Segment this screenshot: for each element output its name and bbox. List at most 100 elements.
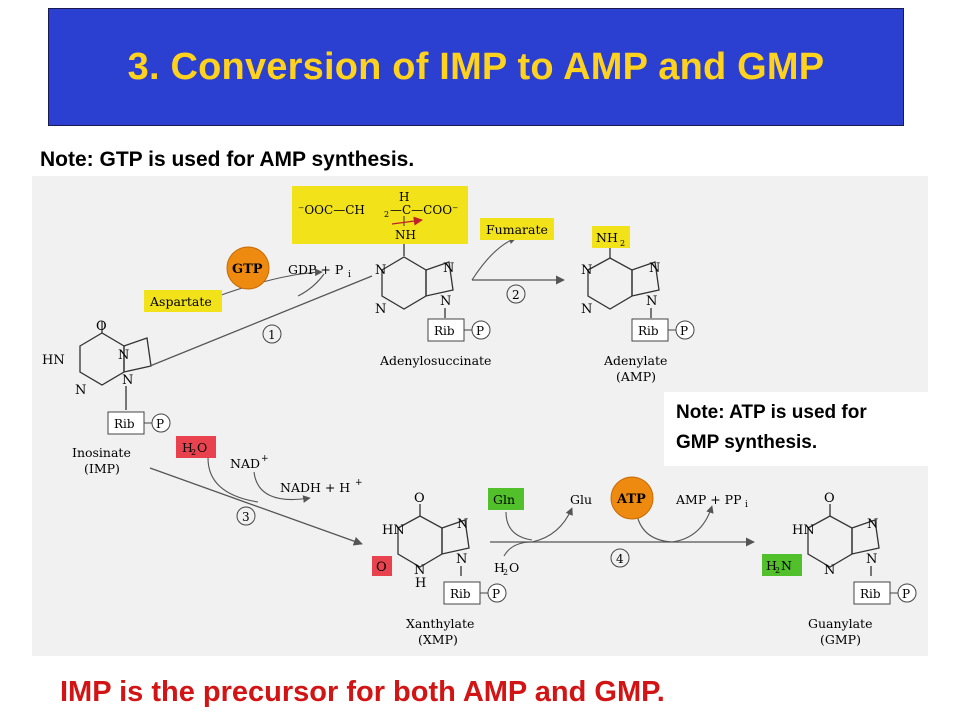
h2o-2-sub: 2 — [503, 568, 508, 577]
adsucc-n7-label: N — [443, 261, 454, 276]
succinyl-box: ⁻OOC—CH 2 —C—COO⁻ H NH — [292, 186, 468, 244]
footer-statement: IMP is the precursor for both AMP and GM… — [60, 676, 665, 708]
step1-number: 1 — [268, 328, 276, 342]
imp-n9-label: N — [122, 373, 133, 388]
nad-sup: + — [261, 454, 269, 464]
nad-label: NAD — [230, 456, 260, 471]
adenylosuccinate-molecule: N N N N Rib P Adenylosuccinate — [375, 244, 491, 368]
amp-abbr: (AMP) — [616, 369, 656, 384]
step3-h2o-curve — [207, 457, 259, 503]
step4-number: 4 — [616, 552, 624, 566]
nadh-sup: + — [355, 478, 363, 488]
aspartate-box: Aspartate — [144, 290, 222, 312]
gmp-molecule: O HN N N N H 2 N Rib P Guanylate (GMP) — [762, 491, 917, 647]
step3-arrow — [149, 467, 363, 546]
succinyl-nh: NH — [395, 228, 416, 242]
amp-nh2-sub: 2 — [620, 239, 625, 248]
gmp-abbr: (GMP) — [820, 632, 861, 647]
step4-h2o-curve — [503, 541, 533, 557]
amp-ppi-label: AMP + PP — [675, 492, 741, 507]
glu-label: Glu — [570, 492, 592, 507]
imp-n7-label: N — [118, 348, 129, 363]
xmp-p-label: P — [492, 587, 500, 601]
amp-n9-label: N — [646, 294, 657, 309]
imp-o-label: O — [96, 319, 107, 334]
gmp-h2n-n: N — [781, 558, 792, 573]
h2o-1-o: O — [197, 440, 207, 455]
note-atp-line2: GMP synthesis. — [676, 432, 818, 453]
gtp-label: GTP — [232, 262, 263, 277]
xmp-abbr: (XMP) — [418, 632, 458, 647]
step1-arrow — [149, 275, 373, 367]
gmp-name: Guanylate — [808, 616, 872, 631]
gmp-rib-label: Rib — [860, 587, 881, 601]
amp-n3-label: N — [581, 302, 592, 317]
xmp-hn-label: HN — [382, 523, 405, 538]
gdp-pi-subscript: i — [348, 270, 351, 280]
step1-gdp-curve — [297, 273, 325, 297]
atp-label: ATP — [616, 492, 646, 507]
atp-circle: ATP — [610, 476, 654, 520]
h2o-box-1: H 2 O — [176, 436, 216, 458]
imp-hn-label: HN — [42, 353, 65, 368]
imp-p-label: P — [156, 417, 164, 431]
step3-marker: 3 — [236, 506, 256, 526]
xmp-h-label: H — [415, 576, 426, 591]
gmp-h2n-sub: 2 — [775, 566, 780, 575]
adsucc-n3-label: N — [375, 302, 386, 317]
gmp-hn-label: HN — [792, 523, 815, 538]
adsucc-n1-label: N — [375, 263, 386, 278]
step4-gln-curve — [505, 511, 533, 541]
h2o-1-sub: 2 — [191, 448, 196, 457]
step4-amp-curve — [671, 505, 714, 543]
xmp-rib-label: Rib — [450, 587, 471, 601]
xmp-molecule: O HN N N O N H Rib P Xanthylate (XMP) — [372, 491, 507, 647]
pathway-diagram: O HN N N N Rib P Inosinate (IMP) Asparta… — [42, 186, 917, 647]
gmp-n3-label: N — [824, 563, 835, 578]
step4-glu-curve — [531, 507, 573, 543]
aspartate-label: Aspartate — [149, 294, 212, 309]
succinyl-right: —C—COO⁻ — [390, 203, 458, 217]
gdp-pi-label: GDP + P — [288, 262, 343, 277]
step2-fumarate-curve — [471, 236, 517, 281]
imp-name: Inosinate — [72, 445, 131, 460]
amp-p-label: P — [680, 324, 688, 338]
step3-nad-curve — [253, 471, 311, 503]
amp-ppi-sub: i — [745, 500, 748, 510]
amp-n7-label: N — [649, 261, 660, 276]
adsucc-rib-label: Rib — [434, 324, 455, 338]
note-gtp: Note: GTP is used for AMP synthesis. — [40, 148, 415, 171]
xmp-n9-label: N — [456, 552, 467, 567]
adenylosuccinate-name: Adenylosuccinate — [379, 353, 491, 368]
succinyl-left: ⁻OOC—CH — [298, 203, 365, 217]
slide-title: 3. Conversion of IMP to AMP and GMP — [127, 45, 825, 88]
h2o-1-h: H — [182, 440, 193, 455]
step4-marker: 4 — [610, 548, 630, 568]
amp-molecule: NH 2 N N N N Rib P Adenylate (AMP) — [581, 226, 695, 384]
gtp-circle: GTP — [226, 246, 270, 290]
amp-name: Adenylate — [603, 353, 667, 368]
step2-number: 2 — [512, 288, 520, 302]
xmp-n3-label: N — [414, 563, 425, 578]
imp-molecule: O HN N N N Rib P Inosinate (IMP) — [42, 319, 171, 476]
succinyl-h: H — [399, 190, 409, 204]
gmp-h2n-h: H — [766, 558, 777, 573]
gmp-o-label: O — [824, 491, 835, 506]
gmp-p-label: P — [902, 587, 910, 601]
fumarate-box: Fumarate — [480, 218, 554, 240]
step2-marker: 2 — [506, 284, 526, 304]
fumarate-label: Fumarate — [486, 222, 548, 237]
xmp-n7-label: N — [457, 517, 468, 532]
imp-abbr: (IMP) — [84, 461, 120, 476]
imp-n-label: N — [75, 383, 86, 398]
xmp-o-label: O — [414, 491, 425, 506]
note-atp-line1: Note: ATP is used for — [676, 402, 867, 423]
h2o-2-h: H — [494, 560, 505, 575]
step1-marker: 1 — [262, 324, 282, 344]
xmp-name: Xanthylate — [406, 616, 474, 631]
imp-rib-label: Rib — [114, 417, 135, 431]
step3-number: 3 — [242, 510, 250, 524]
nadh-label: NADH + H — [280, 480, 350, 495]
amp-nh2-label: NH — [596, 230, 618, 245]
gmp-n9-label: N — [866, 552, 877, 567]
